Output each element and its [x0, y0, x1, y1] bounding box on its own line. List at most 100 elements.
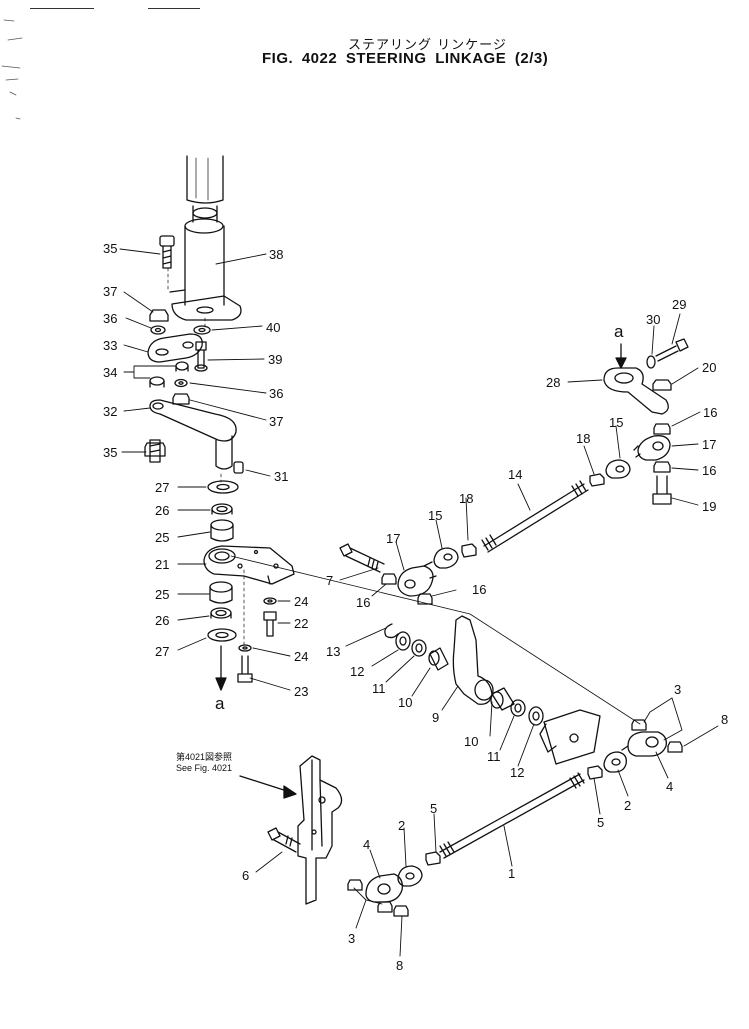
washer-27-upper: [207, 480, 239, 494]
snap-ring-13: [384, 623, 399, 639]
callout-16: 16: [702, 463, 716, 478]
callout-21: 21: [155, 557, 169, 572]
seal-11-right: [510, 699, 526, 717]
callout-4: 4: [666, 779, 673, 794]
nut-18-left: [461, 543, 477, 558]
callout-40: 40: [266, 320, 280, 335]
callout-25: 25: [155, 587, 169, 602]
key-31: [233, 461, 244, 474]
callout-5: 5: [430, 801, 437, 816]
callout-12: 12: [510, 765, 524, 780]
view-marker-a-lower: a: [215, 694, 225, 713]
callout-18: 18: [576, 431, 590, 446]
lever-9: [452, 615, 494, 705]
bracket-21: [203, 545, 295, 585]
seal-26-lower: [210, 607, 232, 619]
callout-8: 8: [396, 958, 403, 973]
callout-12: 12: [350, 664, 364, 679]
callout-2: 2: [624, 798, 631, 813]
bolt-19: [652, 475, 672, 505]
figure-title: FIG. 4022 STEERING LINKAGE (2/3): [262, 50, 549, 67]
bolt-39: [194, 341, 208, 372]
washer-36-lower: [174, 378, 188, 388]
callout-15: 15: [609, 415, 623, 430]
rod-end-4-right: [621, 731, 667, 757]
callout-38: 38: [269, 247, 283, 262]
callout-35: 35: [103, 241, 117, 256]
bolt-6: [267, 827, 301, 853]
seal-26-upper: [211, 503, 233, 515]
view-markers: a a: [215, 322, 624, 713]
arm-33: [147, 333, 203, 363]
figure-title-japanese: ステアリング リンケージ: [348, 38, 507, 53]
scan-specks: [1, 19, 23, 120]
callout-13: 13: [326, 644, 340, 659]
arm-28: [603, 367, 669, 415]
nut-16-mid: [417, 593, 433, 605]
nut-8-right: [667, 741, 683, 753]
callout-26: 26: [155, 613, 169, 628]
washer-27-lower: [207, 628, 237, 642]
washer-24-upper: [263, 597, 277, 605]
bolt-35-lower: [144, 439, 166, 463]
callout-4: 4: [363, 837, 370, 852]
arm-32: [149, 399, 237, 470]
rod-end-4-left: [365, 873, 403, 903]
bearing-25-upper: [210, 519, 234, 542]
callout-26: 26: [155, 503, 169, 518]
rod-end-17-right: [633, 435, 671, 461]
washer-12-right: [528, 706, 544, 726]
callout-19: 19: [702, 499, 716, 514]
cross-reference-note: 第4021図参照 See Fig. 4021: [176, 752, 232, 774]
callout-16: 16: [703, 405, 717, 420]
callout-30: 30: [646, 312, 660, 327]
lever-fig-4021: [297, 755, 343, 905]
callout-11: 11: [372, 681, 386, 696]
callout-10: 10: [398, 695, 412, 710]
washer-24-lower: [238, 644, 252, 652]
callout-7: 7: [326, 573, 333, 588]
callout-10: 10: [464, 734, 478, 749]
leader-lines: [119, 248, 719, 957]
rod-14: [481, 480, 589, 553]
callout-2: 2: [398, 818, 405, 833]
rod-1: [439, 772, 585, 859]
bolt-23: [237, 655, 253, 683]
note-arrow: [239, 775, 297, 799]
rod-end-2-left: [397, 865, 423, 887]
callout-25: 25: [155, 530, 169, 545]
callout-24: 24: [294, 649, 308, 664]
callout-6: 6: [242, 868, 249, 883]
view-marker-a-upper: a: [614, 322, 624, 341]
callout-27: 27: [155, 480, 169, 495]
nut-37-upper: [149, 309, 169, 322]
nut-16-upper: [653, 423, 671, 435]
callout-5: 5: [597, 815, 604, 830]
assembly-centerlines: [167, 267, 641, 725]
nut-16-left: [381, 573, 397, 585]
callout-15: 15: [428, 508, 442, 523]
callout-32: 32: [103, 404, 117, 419]
callout-11: 11: [487, 749, 501, 764]
callout-3: 3: [674, 682, 681, 697]
callout-34: 34: [103, 365, 117, 380]
bushing-34-lower: [149, 376, 165, 388]
callout-labels: 35 38 37 36 40 33 39 34 36 32 37 35 31 2…: [103, 241, 728, 973]
header-rule-right: [148, 8, 200, 9]
callout-28: 28: [546, 375, 560, 390]
callout-37: 37: [269, 414, 283, 429]
callout-33: 33: [103, 338, 117, 353]
nut-20: [652, 379, 672, 391]
callout-1: 1: [508, 866, 515, 881]
callout-35: 35: [103, 445, 117, 460]
nut-3-right: [631, 719, 647, 731]
nut-3-left-lower: [377, 901, 393, 913]
nut-5-right: [587, 765, 603, 780]
callout-3: 3: [348, 931, 355, 946]
callout-18: 18: [459, 491, 473, 506]
bushing-10-left: [428, 647, 449, 671]
cross-reference-jp: 第4021図参照: [176, 752, 233, 762]
callout-36: 36: [269, 386, 283, 401]
